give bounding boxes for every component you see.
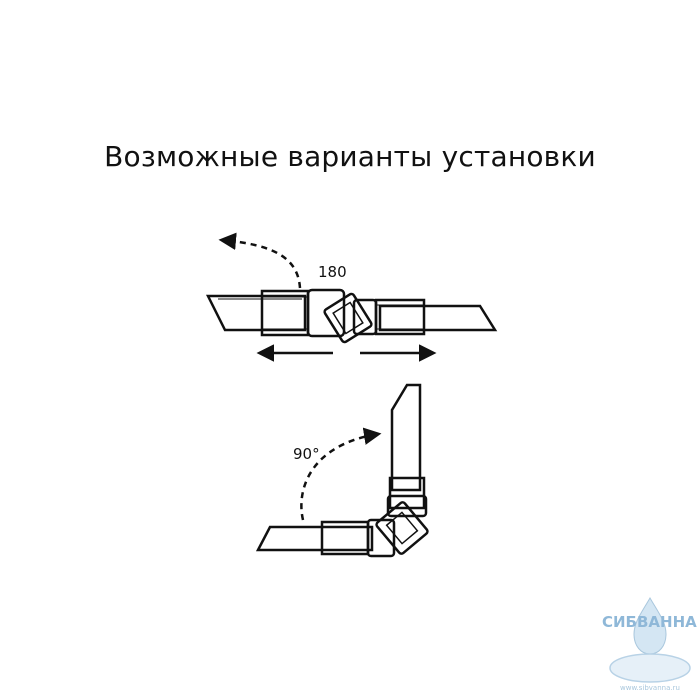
horizontal-glass-panel [255,525,374,552]
hinge-block-left [306,288,346,338]
bathtub-icon [609,653,691,683]
vertical-seal [388,476,426,510]
corner-connection [255,383,429,558]
right-glass-panel [378,304,498,332]
left-glass-panel [205,294,307,332]
rotation-arrow-180 [218,232,302,289]
rotation-arrow-90 [300,427,382,521]
right-seal [374,298,426,336]
watermark-brand: СИБВАННА [602,613,697,631]
label-180: 180 [318,263,347,281]
straight-connection [205,288,498,344]
label-90: 90° [293,445,320,463]
page-title: Возможные варианты установки [104,140,596,173]
watermark-site: www.sibvanna.ru [620,684,680,692]
watermark-logo: СИБВАННА www.sibvanna.ru [602,596,697,692]
vertical-glass-panel [390,383,422,492]
corner-hinge-top [386,494,428,518]
left-seal [260,289,310,337]
